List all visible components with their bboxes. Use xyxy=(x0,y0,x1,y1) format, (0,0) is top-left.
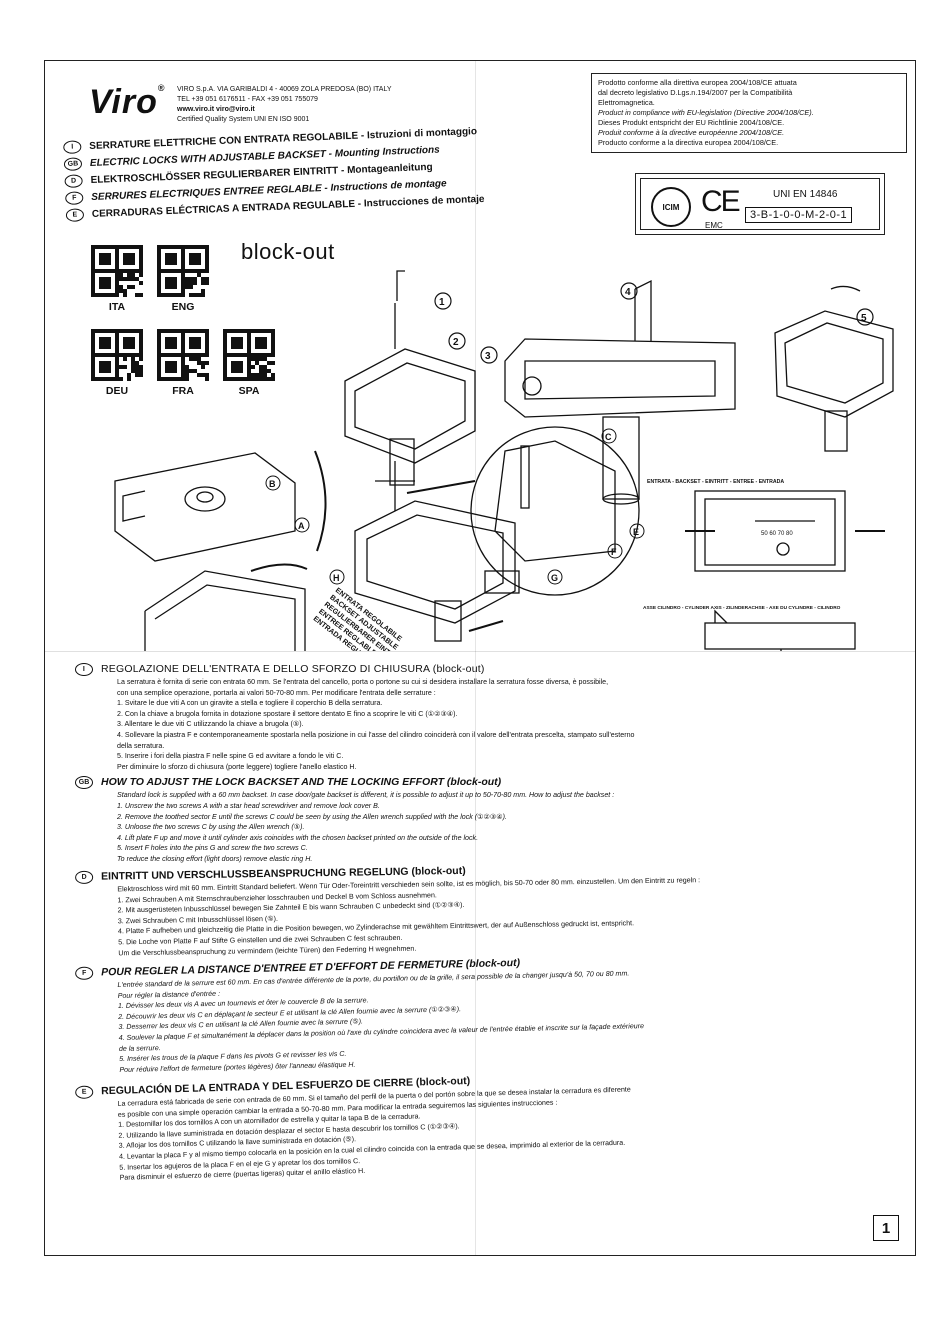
part-letter: A xyxy=(298,521,305,531)
qr-label: ENG xyxy=(171,301,195,313)
lock-body-lower-left xyxy=(144,570,306,651)
language-badge: D xyxy=(64,174,83,188)
fold-line-horizontal xyxy=(45,651,915,652)
language-badge: E xyxy=(65,208,85,222)
certification-box: ICIM CE EMC UNI EN 14846 3-B-1-0-0-M-2-0… xyxy=(635,173,885,235)
entrata-header: ENTRATA - BACKSET - EINTRITT - ENTREE - … xyxy=(647,479,784,485)
company-line: TEL +39 051 6176511 - FAX +39 051 755079 xyxy=(177,96,318,103)
lock-body-adjustable xyxy=(354,500,516,624)
company-info: VIRO S.p.A. VIA GARIBALDI 4 - 40069 ZOLA… xyxy=(177,85,477,125)
section-body: Standard lock is supplied with a 60 mm b… xyxy=(117,791,615,863)
part-letter: E xyxy=(633,527,639,537)
step-number: 4 xyxy=(625,287,631,298)
step-number: 1 xyxy=(439,297,445,308)
classification-code: 3-B-1-0-0-M-2-0-1 xyxy=(745,207,853,223)
qr-code-eng[interactable] xyxy=(157,245,209,297)
qr-label: ITA xyxy=(108,301,126,313)
qr-label: DEU xyxy=(105,385,129,397)
part-letter: C xyxy=(605,432,612,442)
section-body: L'entrée standard de la serrure est 60 m… xyxy=(117,969,645,1074)
block-out-title: block-out xyxy=(241,239,335,264)
cylinder-axis-label: ASSE CILINDRO - CYLINDER AXIS - ZILINDER… xyxy=(643,605,841,611)
language-badge: F xyxy=(65,191,84,205)
qr-label: FRA xyxy=(172,385,194,397)
compliance-line: Produit conforme à la directive européen… xyxy=(598,128,785,137)
compliance-line: Product in compliance with EU-legislatio… xyxy=(598,108,814,117)
step-number: 5 xyxy=(861,313,867,324)
standard-label: UNI EN 14846 xyxy=(773,189,838,200)
compliance-line: Prodotto conforme alla direttiva europea… xyxy=(598,78,797,87)
icim-seal-icon: ICIM xyxy=(651,187,691,227)
emc-label: EMC xyxy=(705,221,723,230)
lock-body-top-right xyxy=(774,310,894,418)
lock-body-top-center xyxy=(504,338,736,418)
scale-label: 50 60 70 80 xyxy=(761,531,793,537)
qr-code-spa[interactable] xyxy=(223,329,275,381)
qr-code-ita[interactable] xyxy=(91,245,143,297)
instruction-sheet: Viro® VIRO S.p.A. VIA GARIBALDI 4 - 4006… xyxy=(44,60,916,1256)
rotation-arrow xyxy=(314,450,327,552)
part-letter: B xyxy=(269,479,276,489)
qr-code-fra[interactable] xyxy=(157,329,209,381)
cover-arrow xyxy=(250,563,308,572)
cylinder-axis-view xyxy=(704,622,856,650)
compliance-box: Prodotto conforme alla direttiva europea… xyxy=(591,73,907,153)
section-body: Elektroschloss wird mit 60 mm. Eintritt … xyxy=(117,875,701,957)
section-heading: REGOLAZIONE DELL'ENTRATA E DELLO SFORZO … xyxy=(101,663,485,675)
language-badge: I xyxy=(63,140,82,154)
step-number: 3 xyxy=(485,351,491,362)
language-badge: I xyxy=(75,662,93,676)
part-letter: G xyxy=(551,573,558,583)
compliance-line: Producto conforme a la directiva europea… xyxy=(598,138,779,147)
qr-code-deu[interactable] xyxy=(91,329,143,381)
ce-mark: CE xyxy=(701,185,741,218)
company-line: VIRO S.p.A. VIA GARIBALDI 4 - 40069 ZOLA… xyxy=(177,86,392,93)
viro-logo: Viro® xyxy=(89,83,166,121)
lock-body-top-left xyxy=(344,348,476,464)
company-line: Certified Quality System UNI EN ISO 9001 xyxy=(177,116,310,123)
section-it: I REGOLAZIONE DELL'ENTRATA E DELLO SFORZO… xyxy=(75,661,905,772)
section-gb: GB HOW TO ADJUST THE LOCK BACKSET AND THE… xyxy=(75,774,905,864)
compliance-line: Dieses Produkt entspricht der EU Richtli… xyxy=(598,118,785,127)
instruction-sections: I REGOLAZIONE DELL'ENTRATA E DELLO SFORZO… xyxy=(75,657,905,1185)
part-letter: F xyxy=(611,547,617,557)
part-letter: H xyxy=(333,573,340,583)
language-badge: D xyxy=(75,869,94,883)
compliance-line: Elettromagnetica. xyxy=(598,98,655,107)
language-badge: GB xyxy=(63,157,83,171)
step-number: 2 xyxy=(453,337,459,348)
mounting-diagram: 1 2 3 4 5 A B C E F G H xyxy=(114,270,894,651)
fold-line-vertical xyxy=(475,61,476,1255)
language-badge: E xyxy=(75,1084,94,1099)
compliance-line: dal decreto legislativo D.Lgs.n.194/2007… xyxy=(598,88,793,97)
language-badge: GB xyxy=(75,775,93,789)
section-body: La serratura è fornita di serie con entr… xyxy=(117,678,635,771)
lock-cover xyxy=(114,452,296,562)
language-badge: F xyxy=(75,965,94,980)
company-line: www.viro.it viro@viro.it xyxy=(177,106,255,113)
section-heading: HOW TO ADJUST THE LOCK BACKSET AND THE L… xyxy=(101,776,502,789)
qr-label: SPA xyxy=(238,385,260,397)
page-number: 1 xyxy=(873,1215,899,1241)
detail-magnifier xyxy=(470,426,640,596)
